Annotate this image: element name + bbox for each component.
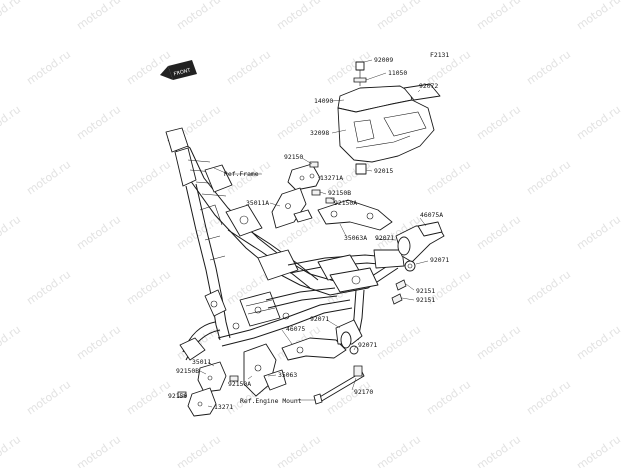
label-92150b-bot: 92150B — [176, 367, 199, 375]
label-35011: 35011 — [192, 358, 211, 366]
watermark-text: motod.ru — [24, 378, 73, 418]
watermark-text: motod.ru — [424, 378, 473, 418]
engine-mount-bolt — [313, 365, 365, 405]
label-92150a-bot: 92150A — [228, 380, 251, 388]
label-92071-c: 92071 — [310, 315, 329, 323]
watermark-text: motod.ru — [274, 433, 323, 468]
watermark-text: motod.ru — [374, 433, 423, 468]
watermark-text: motod.ru — [74, 323, 123, 363]
label-92151-b: 92151 — [416, 296, 435, 304]
watermark-text: motod.ru — [0, 0, 23, 32]
watermark-text: motod.ru — [574, 323, 623, 363]
label-92071-a: 92071 — [375, 234, 394, 242]
watermark-text: motod.ru — [574, 0, 623, 32]
label-92150-top: 92150 — [284, 153, 303, 161]
label-35063: 35063 — [278, 371, 297, 379]
upper-footrest-bracket — [271, 161, 335, 229]
label-14090: 14090 — [314, 97, 333, 105]
lower-footrest-bracket — [177, 343, 287, 417]
label-32098: 32098 — [310, 129, 329, 137]
watermark-text: motod.ru — [574, 103, 623, 143]
watermark-text: motod.ru — [24, 158, 73, 198]
watermark-text: motod.ru — [374, 323, 423, 363]
label-35011a: 35011A — [246, 199, 269, 207]
watermark-text: motod.ru — [24, 48, 73, 88]
leader-lines — [181, 59, 429, 408]
watermark-text: motod.ru — [474, 323, 523, 363]
lower-footrest-linkage — [281, 319, 363, 361]
label-92150-bot: 92150 — [168, 392, 187, 400]
watermark-text: motod.ru — [74, 103, 123, 143]
figure-code: F2131 — [430, 51, 449, 59]
label-46075: 46075 — [286, 325, 305, 333]
watermark-text: motod.ru — [474, 433, 523, 468]
label-46075a: 46075A — [420, 211, 443, 219]
watermark-text: motod.ru — [74, 0, 123, 32]
watermark-text: motod.ru — [524, 378, 573, 418]
rear-footrest-linkage — [317, 199, 445, 305]
watermark-text: motod.ru — [524, 158, 573, 198]
label-35063a: 35063A — [344, 234, 367, 242]
watermark-text: motod.ru — [574, 213, 623, 253]
label-92170: 92170 — [354, 388, 373, 396]
watermark-text: motod.ru — [124, 268, 173, 308]
watermark-text: motod.ru — [524, 268, 573, 308]
label-92151-a: 92151 — [416, 287, 435, 295]
part-labels: 92009 11050 92072 14090 32098 92015 9215… — [168, 56, 449, 411]
front-direction-icon: FRONT — [160, 60, 197, 80]
watermark-text: motod.ru — [124, 48, 173, 88]
watermark-text: motod.ru — [174, 433, 223, 468]
watermark-text: motod.ru — [0, 103, 23, 143]
label-13271a: 13271A — [320, 174, 343, 182]
watermark-text: motod.ru — [0, 323, 23, 363]
watermark-text: motod.ru — [24, 268, 73, 308]
watermark-text: motod.ru — [0, 213, 23, 253]
label-92150a-top: 92150A — [334, 199, 357, 207]
label-92071-b: 92071 — [430, 256, 449, 264]
watermark-text: motod.ru — [374, 0, 423, 32]
watermark-text: motod.ru — [424, 158, 473, 198]
watermark-text: motod.ru — [124, 378, 173, 418]
frame-drawing — [165, 127, 405, 361]
watermark-text: motod.ru — [474, 0, 523, 32]
svg-text:FRONT: FRONT — [173, 67, 192, 77]
label-92072: 92072 — [419, 82, 438, 90]
label-ref-frame: Ref.Frame — [224, 170, 259, 178]
label-92071-d: 92071 — [358, 341, 377, 349]
label-92150b-top: 92150B — [328, 189, 351, 197]
label-92015: 92015 — [374, 167, 393, 175]
watermark-text: motod.ru — [474, 103, 523, 143]
watermark-text: motod.ru — [74, 433, 123, 468]
watermark-text: motod.ru — [174, 0, 223, 32]
watermark-text: motod.ru — [174, 213, 223, 253]
watermark-text: motod.ru — [274, 0, 323, 32]
label-11050: 11050 — [388, 69, 407, 77]
watermark-text: motod.ru — [474, 213, 523, 253]
side-cover-assembly — [337, 61, 441, 175]
watermark-text: motod.ru — [574, 433, 623, 468]
label-13271: 13271 — [214, 403, 233, 411]
watermark-text: motod.ru — [0, 433, 23, 468]
label-ref-engine-mount: Ref.Engine Mount — [240, 397, 302, 405]
watermark-text: motod.ru — [224, 48, 273, 88]
watermark-text: motod.ru — [524, 48, 573, 88]
watermark-text: motod.ru — [74, 213, 123, 253]
watermark-text: motod.ru — [124, 158, 173, 198]
label-92009: 92009 — [374, 56, 393, 64]
